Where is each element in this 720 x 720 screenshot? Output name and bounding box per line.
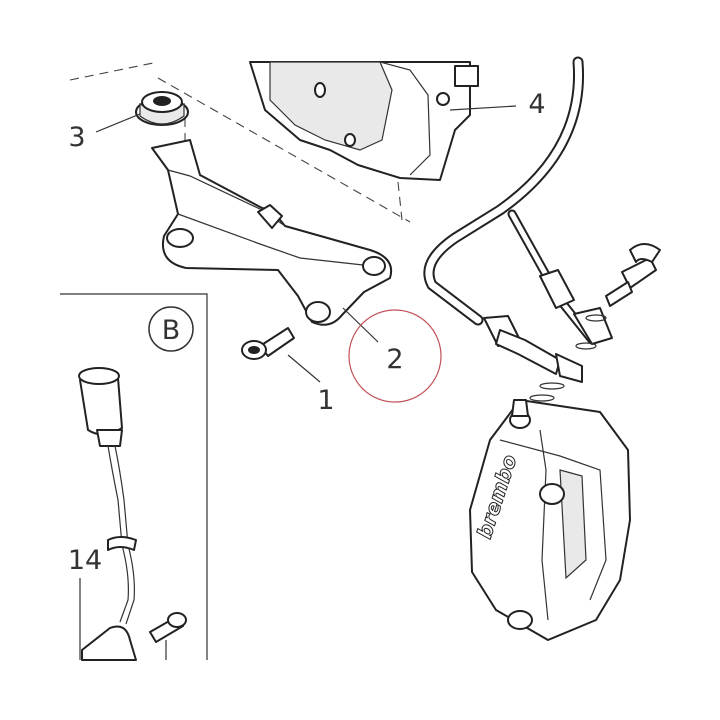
bracket-icon (151, 139, 392, 326)
leader-lines (95, 105, 517, 383)
speed-sensor-icon (78, 367, 137, 661)
callout-3: 3 (68, 122, 85, 153)
callout-2: 2 (386, 344, 403, 375)
detail-frame (60, 293, 208, 660)
detail-label: B (162, 315, 181, 346)
detail-label-circle (148, 306, 194, 352)
callout-1: 1 (317, 385, 334, 416)
abs-unit-icon (249, 61, 479, 181)
highlight-circle (348, 309, 442, 403)
brake-hose-icon (423, 56, 613, 383)
bolt-icon (241, 327, 295, 360)
bolt-icon-small (149, 612, 187, 660)
banjo-bolt-icon (529, 243, 661, 402)
grommet-icon (135, 91, 189, 126)
caliper-icon (469, 399, 631, 641)
callout-14: 14 (68, 545, 102, 576)
callout-4: 4 (528, 89, 545, 120)
